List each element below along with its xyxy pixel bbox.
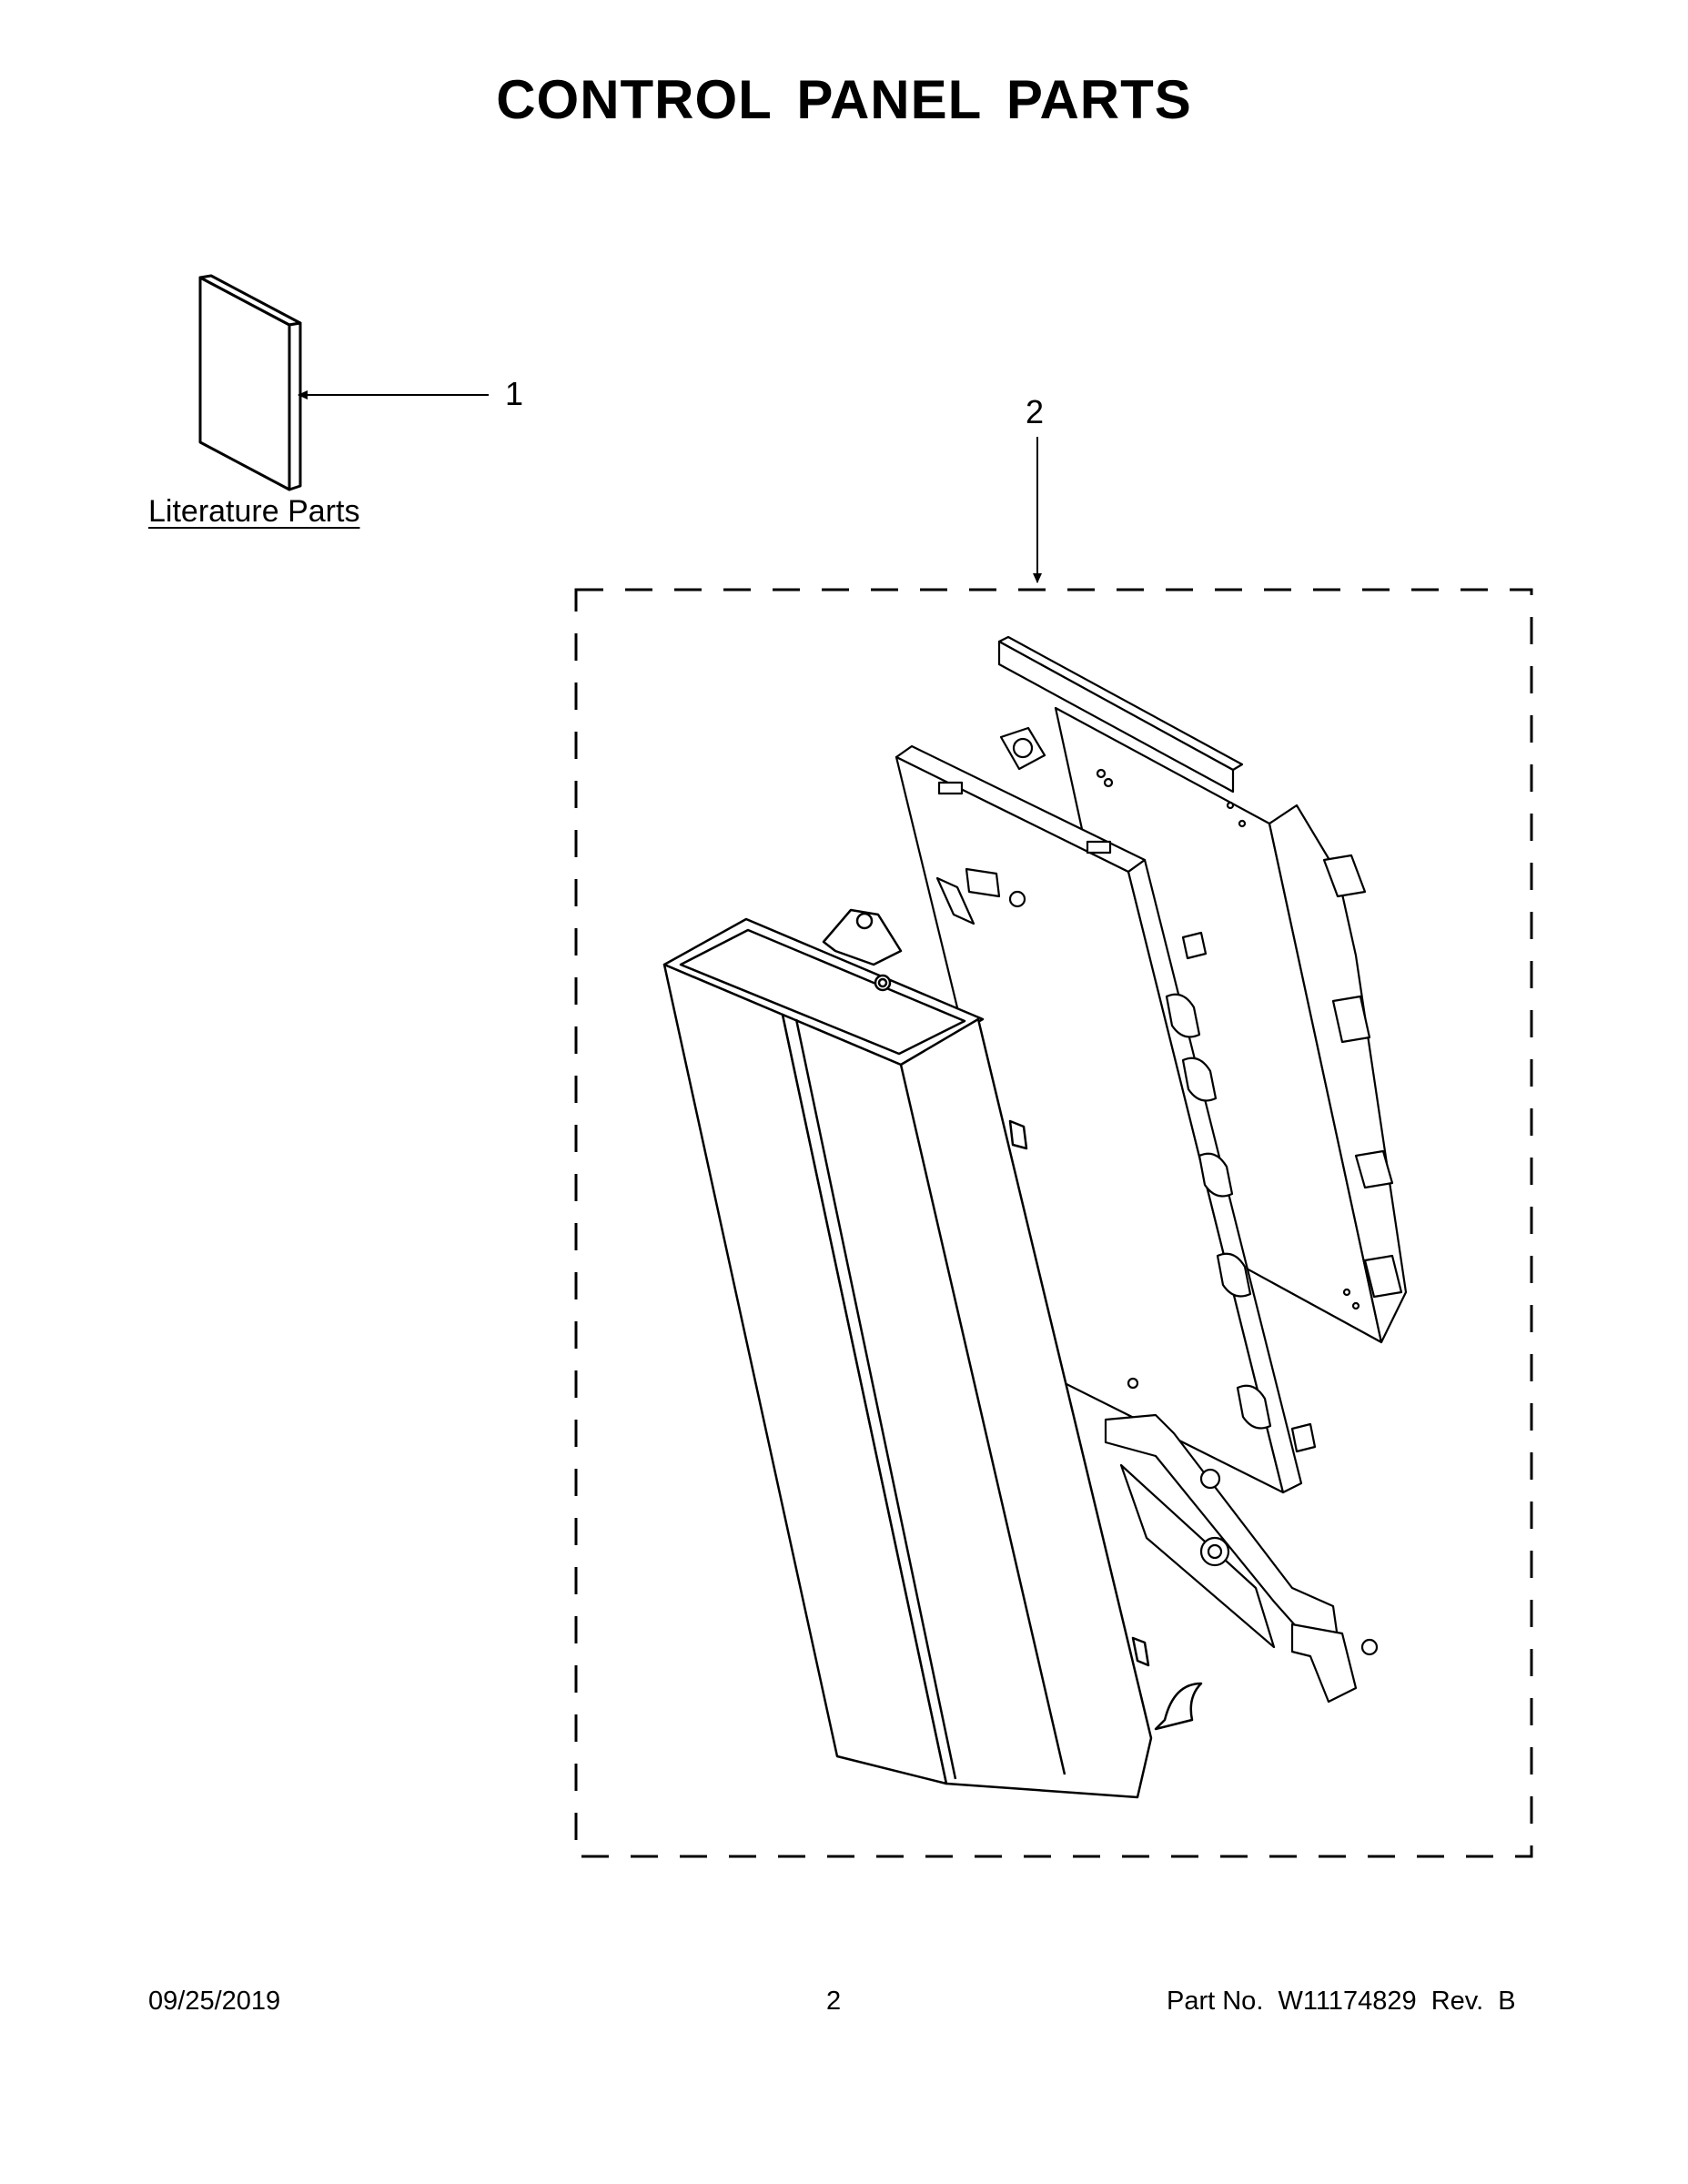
assembly-boundary: [574, 588, 1533, 1858]
callout-literature-number: 1: [505, 375, 524, 412]
mounting-bracket: [1104, 1413, 1379, 1704]
callout-assembly-number: 2: [1026, 393, 1045, 430]
control-housing: [895, 726, 1317, 1494]
footer-date: 09/25/2019: [148, 1987, 281, 2016]
literature-booklet: [198, 274, 302, 491]
page-title: CONTROL PANEL PARTS: [496, 69, 1192, 130]
literature-parts-label: Literature Parts: [148, 494, 360, 529]
control-panel-fascia: [662, 908, 1203, 1799]
footer-page-number: 2: [826, 1987, 842, 2016]
footer-part-number: Part No. W11174829 Rev. B: [1167, 1987, 1516, 2016]
